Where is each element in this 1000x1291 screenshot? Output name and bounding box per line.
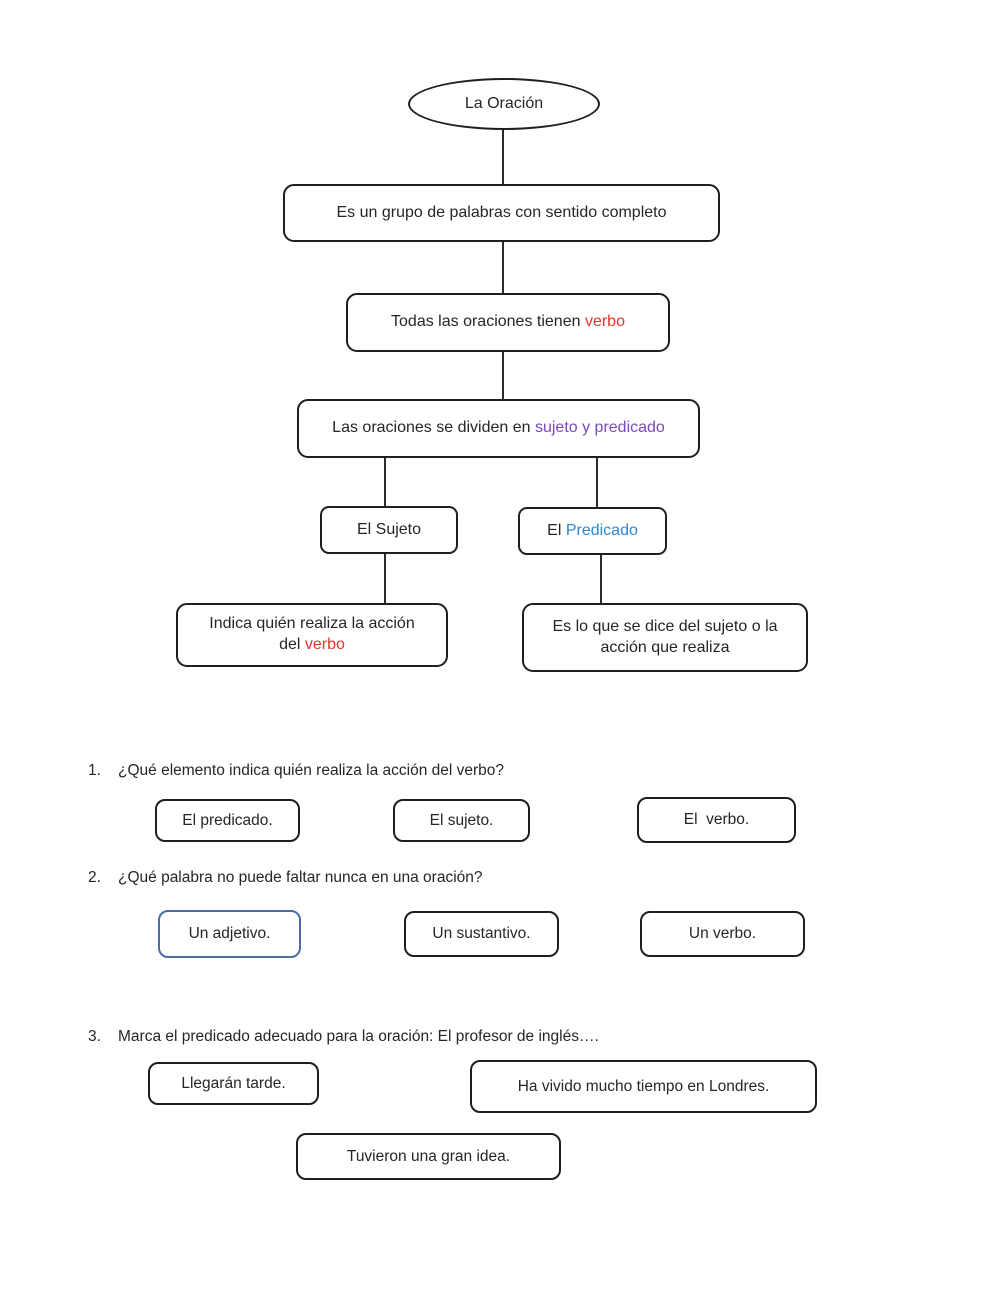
connector-line (600, 555, 602, 603)
answer-option[interactable]: El predicado. (155, 799, 300, 842)
node-predicado-definition: Es lo que se dice del sujeto o la acción… (522, 603, 808, 672)
question-2: 2. ¿Qué palabra no puede faltar nunca en… (88, 868, 948, 887)
question-3: 3. Marca el predicado adecuado para la o… (88, 1027, 968, 1046)
node-definition-label: Es un grupo de palabras con sentido comp… (336, 203, 667, 221)
answer-option[interactable]: El sujeto. (393, 799, 530, 842)
connector-line (502, 242, 504, 293)
predicado-highlight: Predicado (565, 521, 638, 539)
connector-line (502, 352, 504, 399)
question-text: ¿Qué palabra no puede faltar nunca en un… (118, 869, 483, 886)
connector-line (596, 458, 598, 507)
sujeto-definition-line1: Indica quién realiza la acción (209, 615, 415, 633)
node-sujeto-label: El Sujeto (356, 520, 422, 538)
sujeto-definition-line2: del verbo (279, 636, 345, 653)
node-division-label: Las oraciones se dividen en sujeto y pre… (332, 419, 665, 437)
answer-option[interactable]: Ha vivido mucho tiempo en Londres. (470, 1060, 817, 1113)
node-predicado-label: El Predicado (547, 521, 638, 539)
question-1: 1. ¿Qué elemento indica quién realiza la… (88, 761, 948, 780)
connector-line (384, 458, 386, 506)
node-division: Las oraciones se dividen en sujeto y pre… (297, 399, 700, 458)
question-text: ¿Qué elemento indica quién realiza la ac… (118, 762, 505, 779)
answer-option[interactable]: Un verbo. (640, 911, 805, 957)
root-node-label: La Oración (464, 95, 544, 112)
node-definition: Es un grupo de palabras con sentido comp… (283, 184, 720, 242)
answer-option[interactable]: Llegarán tarde. (148, 1062, 319, 1105)
answer-option[interactable]: Un sustantivo. (404, 911, 559, 957)
node-verbo: Todas las oraciones tienen verbo (346, 293, 670, 352)
sujeto-predicado-highlight: sujeto y predicado (534, 419, 665, 437)
node-verbo-label: Todas las oraciones tienen verbo (391, 313, 625, 331)
connector-line (384, 554, 386, 603)
answer-option-selected[interactable]: Un adjetivo. (158, 910, 301, 958)
question-number: 2. (88, 869, 101, 886)
question-number: 3. (88, 1028, 101, 1045)
node-sujeto-definition: Indica quién realiza la acción del verbo (176, 603, 448, 667)
answer-option[interactable]: El verbo. (637, 797, 796, 843)
verbo-highlight: verbo (304, 636, 345, 653)
verbo-highlight: verbo (584, 313, 625, 331)
node-sujeto: El Sujeto (320, 506, 458, 554)
question-text: Marca el predicado adecuado para la orac… (118, 1028, 599, 1045)
connector-line (502, 130, 504, 184)
node-predicado: El Predicado (518, 507, 667, 555)
question-number: 1. (88, 762, 101, 779)
root-node-la-oracion: La Oración (408, 78, 600, 130)
predicado-definition-line2: acción que realiza (600, 638, 730, 656)
predicado-definition-line1: Es lo que se dice del sujeto o la (552, 617, 778, 635)
answer-option[interactable]: Tuvieron una gran idea. (296, 1133, 561, 1180)
